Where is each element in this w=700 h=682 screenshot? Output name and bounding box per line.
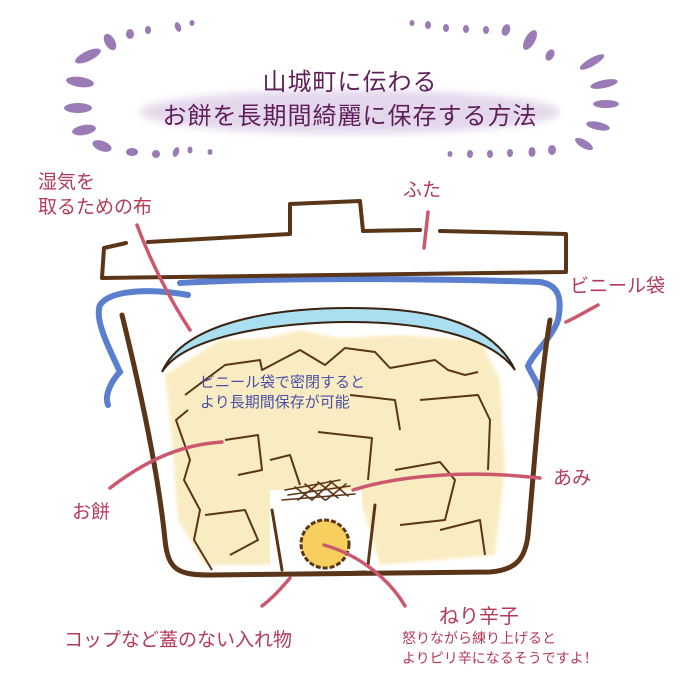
inner-note-line-2: より長期間保存が可能 [200,393,350,411]
label-mustard-note-2: よりピリ辛になるそうですよ！ [402,651,598,667]
inner-note: ビニール袋で密閉すると より長期間保存が可能 [200,372,365,412]
label-lid: ふた [403,179,442,201]
title-decoration [64,20,619,158]
label-cloth-line-1: 湿気を [38,171,96,193]
label-mochi: お餅 [72,501,111,523]
plastic-bag-outline [95,276,563,408]
label-cloth: 湿気を 取るための布 [38,170,152,220]
lid [100,199,568,280]
label-mustard-title: ねり辛子 [439,604,519,628]
label-plastic-bag: ビニール袋 [570,275,666,297]
label-cup: コップなど蓋のない入れ物 [64,629,293,651]
mochi-blocks [175,347,491,571]
label-cloth-line-2: 取るための布 [38,196,153,218]
cloth [161,306,516,373]
label-mustard: ねり辛子 怒りながら練り上げると よりピリ辛になるそうですよ！ [402,604,598,669]
label-mustard-note-1: 怒りながら練り上げると [402,631,556,647]
net [281,479,356,501]
label-net: あみ [553,467,592,489]
inner-note-line-1: ビニール袋で密閉すると [200,373,366,391]
cup [270,503,377,577]
title-line-1: 山城町に伝わる [262,68,438,96]
pot-body [119,312,553,578]
title-line-2: お餅を長期間綺麗に保存する方法 [162,102,538,130]
leader-lines [108,210,600,608]
